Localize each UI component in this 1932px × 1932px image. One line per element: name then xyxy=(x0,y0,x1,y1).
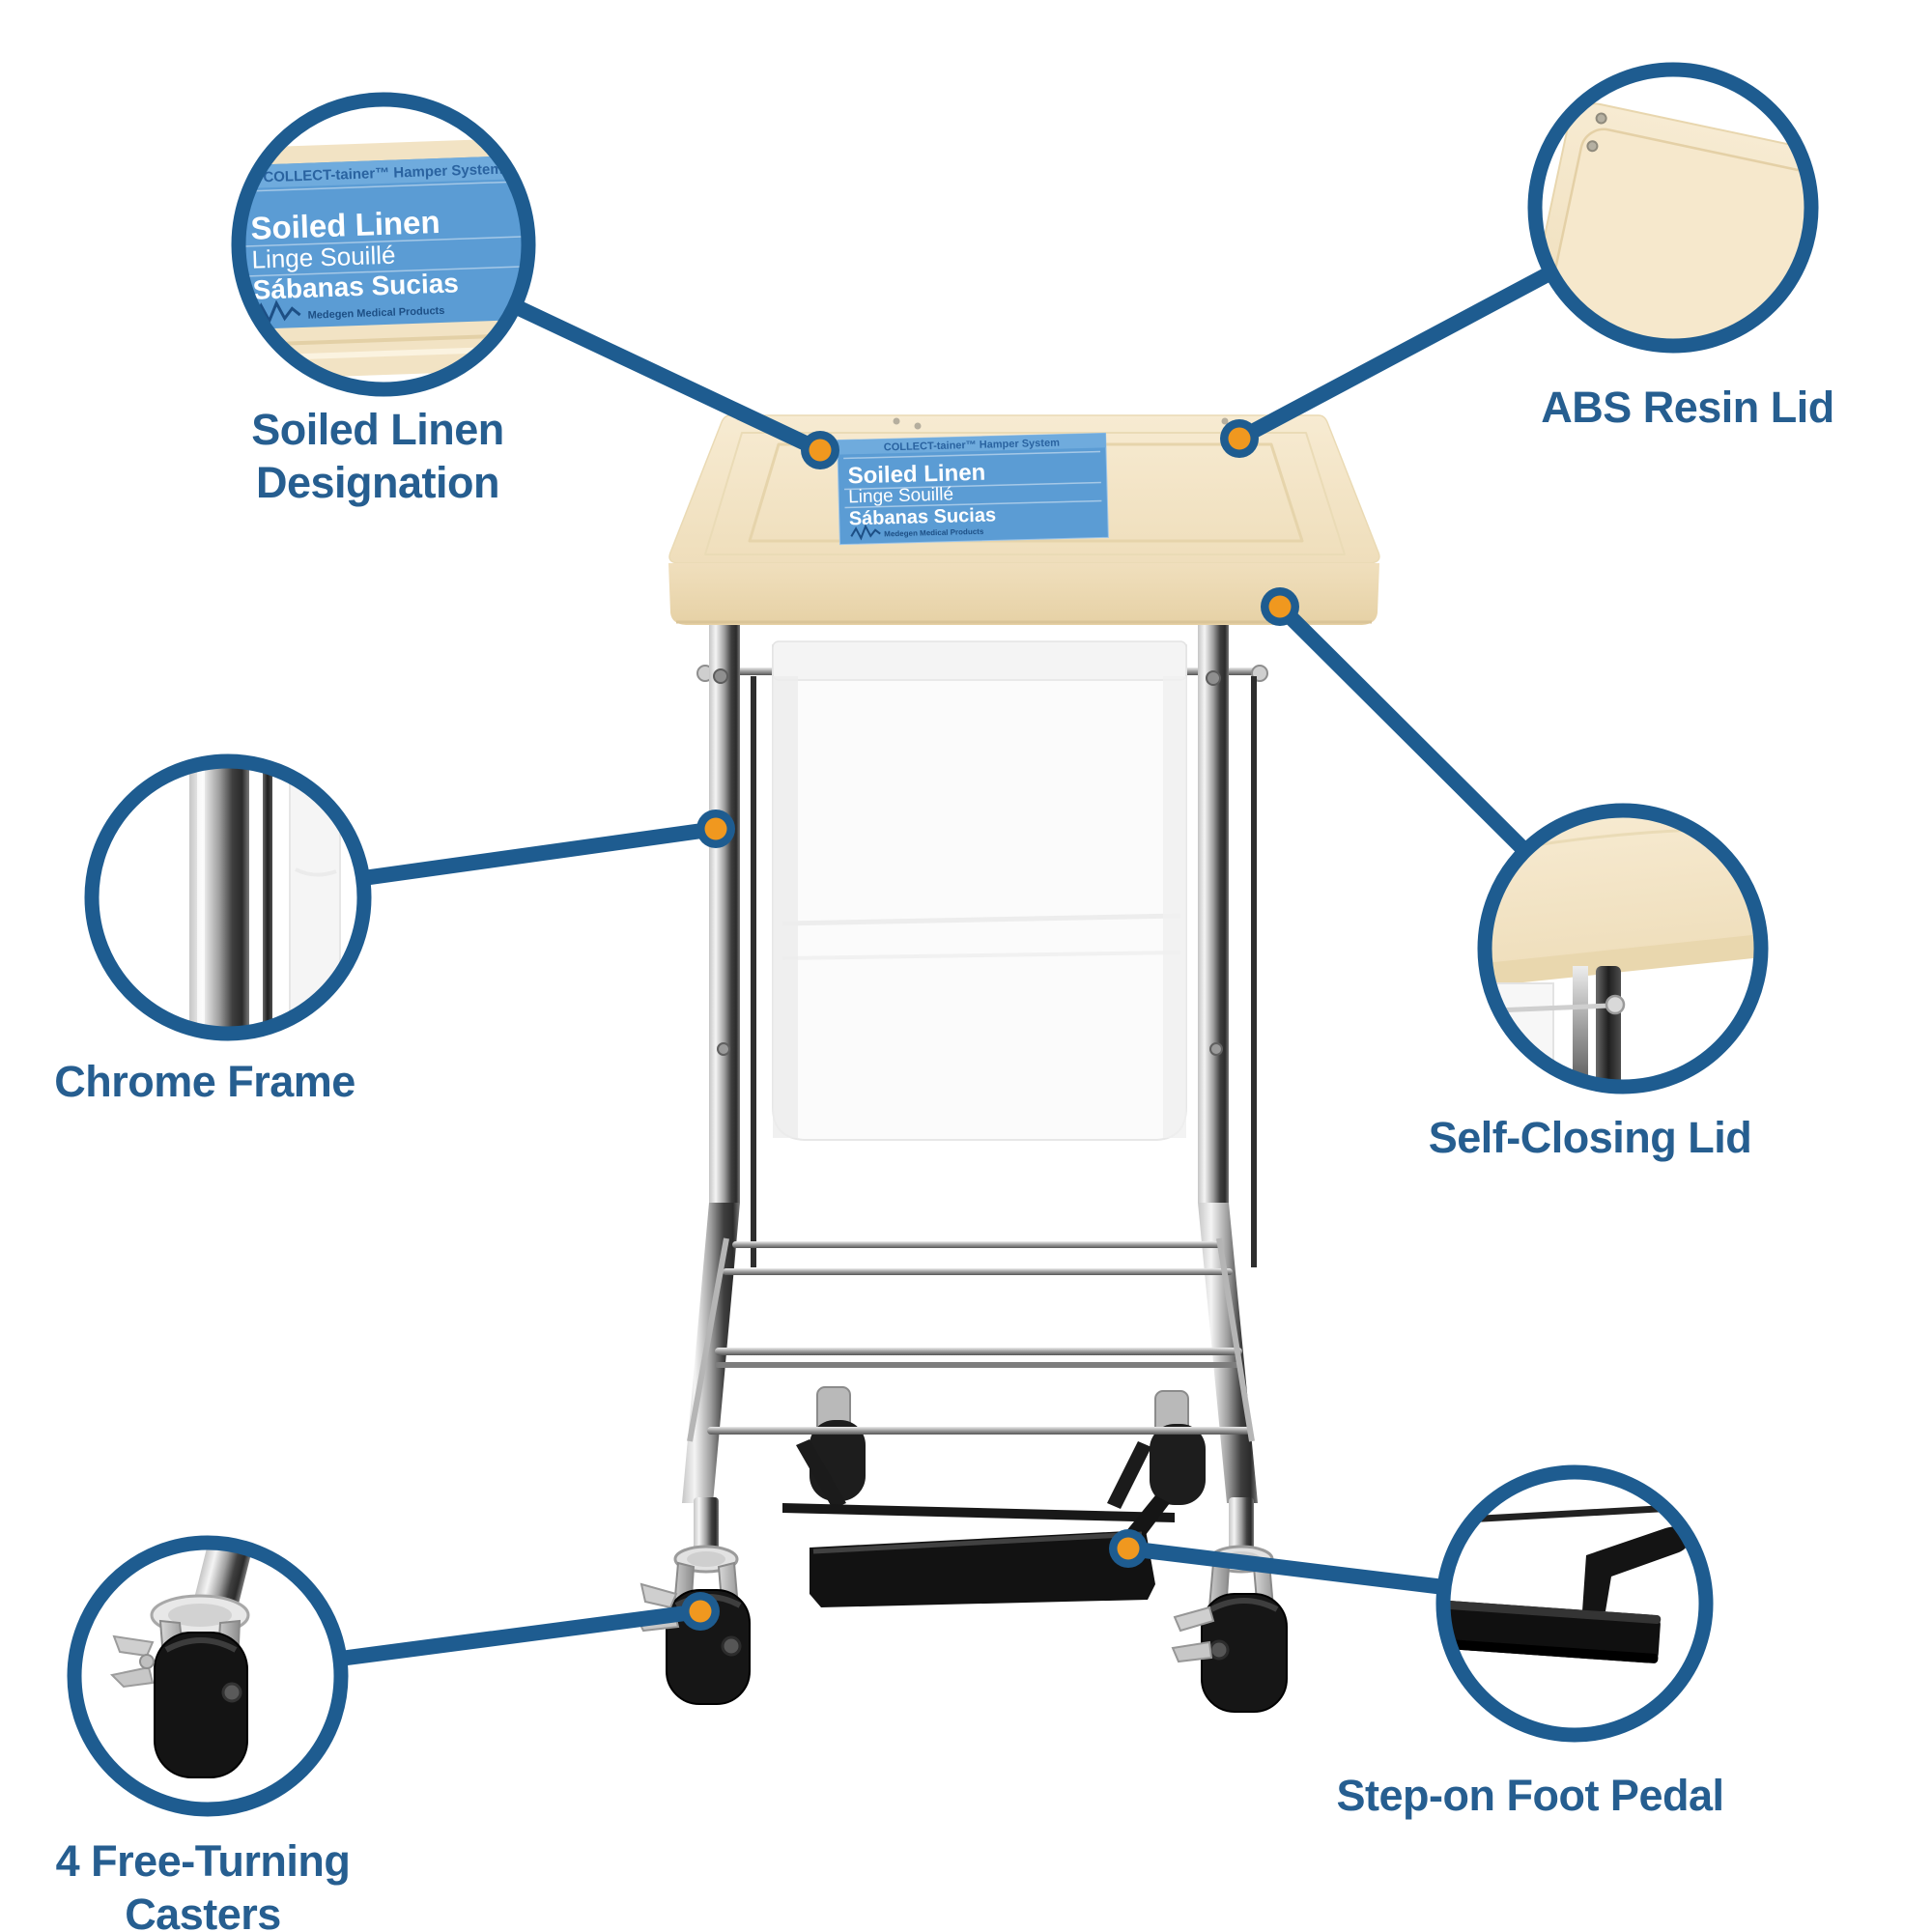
callout-label-casters-line1: 4 Free-Turning xyxy=(56,1836,351,1886)
leader-lines xyxy=(332,265,1559,1666)
leader-line-soiled-linen xyxy=(507,298,828,458)
lid-hinge-pin xyxy=(1221,417,1229,425)
anchor-dot-abs-lid xyxy=(1220,419,1259,458)
callout-label-abs-lid: ABS Resin Lid xyxy=(1541,383,1834,432)
liner-bag xyxy=(772,640,1187,1141)
foot-pedal-plate xyxy=(810,1530,1155,1607)
magnifier-ring-pedal xyxy=(1435,1464,1714,1743)
caster-hub-bolt xyxy=(221,1682,242,1703)
leader-line-self-closing xyxy=(1272,599,1533,859)
callout-label-soiled-linen-line1: Soiled Linen xyxy=(251,405,504,454)
label-header-text: COLLECT-tainer™ Hamper System xyxy=(884,438,1061,454)
magnifier-ring-self-closing xyxy=(1477,803,1769,1094)
callout-circle-chrome-frame xyxy=(84,753,372,1041)
foot-pedal-assembly xyxy=(782,1439,1175,1607)
anchor-dot-self-closing xyxy=(1261,587,1299,626)
callout-label-pedal: Step-on Foot Pedal xyxy=(1337,1771,1724,1820)
magnified-label-line-en: Soiled Linen xyxy=(250,204,440,246)
leader-line-abs-lid xyxy=(1232,265,1559,446)
label-line-fr: Linge Souillé xyxy=(848,485,953,508)
rear-caster-left xyxy=(810,1386,866,1501)
magnifier-ring-soiled-linen xyxy=(231,92,536,397)
hamper-lid: COLLECT-tainer™ Hamper System Soiled Lin… xyxy=(668,414,1380,625)
callout-circle-pedal xyxy=(1435,1464,1714,1743)
magnifier-ring-abs-lid xyxy=(1527,62,1819,354)
anchor-dot-soiled-linen xyxy=(801,431,839,469)
caster-brake-lever xyxy=(109,1665,155,1689)
anchor-dot-chrome-frame xyxy=(696,810,735,848)
rear-caster-right xyxy=(1150,1390,1206,1505)
leader-line-casters xyxy=(332,1604,708,1666)
tension-rod-right xyxy=(1251,676,1257,1267)
magnifier-ring-casters xyxy=(67,1535,349,1817)
pedal-arm-magnified xyxy=(1582,1526,1690,1611)
anchor-dot-pedal xyxy=(1109,1529,1148,1568)
lid-hinge-pin xyxy=(893,417,900,425)
callout-circle-casters xyxy=(67,1535,349,1817)
lid-hinge-pin-magnified xyxy=(1586,140,1599,153)
label-line-en: Soiled Linen xyxy=(847,460,985,490)
label-line-es: Sábanas Sucias xyxy=(849,504,997,529)
callout-circle-abs-lid xyxy=(1527,62,1819,354)
tension-rod-left xyxy=(751,676,756,1267)
hamper-product: COLLECT-tainer™ Hamper System Soiled Lin… xyxy=(636,414,1380,1713)
brand-logo-waveform-icon xyxy=(850,524,881,541)
lower-wire-rack xyxy=(687,1237,1255,1442)
callout-label-self-closing: Self-Closing Lid xyxy=(1429,1113,1752,1162)
leader-line-pedal xyxy=(1121,1541,1452,1595)
magnifier-ring-chrome-frame xyxy=(84,753,372,1041)
callout-circle-soiled-linen: COLLECT-tainer™ Hamper System Soiled Lin… xyxy=(231,92,536,397)
callout-label-soiled-linen-line2: Designation xyxy=(256,458,499,507)
lid-hinge-pin xyxy=(914,422,922,430)
lid-spring-pin-knob xyxy=(1605,994,1626,1015)
magnified-label-line-es: Sábanas Sucias xyxy=(252,268,459,304)
anchor-dot-casters xyxy=(681,1592,720,1631)
label-brand-text: Medegen Medical Products xyxy=(884,527,984,539)
lid-hinge-pin-magnified xyxy=(1595,112,1607,125)
magnified-brand-logo-icon xyxy=(252,299,301,325)
callout-labels: Soiled Linen Designation ABS Resin Lid C… xyxy=(54,383,1834,1932)
soiled-linen-label: COLLECT-tainer™ Hamper System Soiled Lin… xyxy=(837,432,1109,546)
magnified-brand-text: Medegen Medical Products xyxy=(307,305,444,322)
leader-line-chrome-frame xyxy=(355,821,724,886)
magnified-label-line-fr: Linge Souillé xyxy=(251,241,396,274)
front-caster-right xyxy=(1171,1497,1288,1713)
callout-label-chrome-frame: Chrome Frame xyxy=(54,1057,355,1106)
callout-label-casters-line2: Casters xyxy=(125,1889,281,1932)
